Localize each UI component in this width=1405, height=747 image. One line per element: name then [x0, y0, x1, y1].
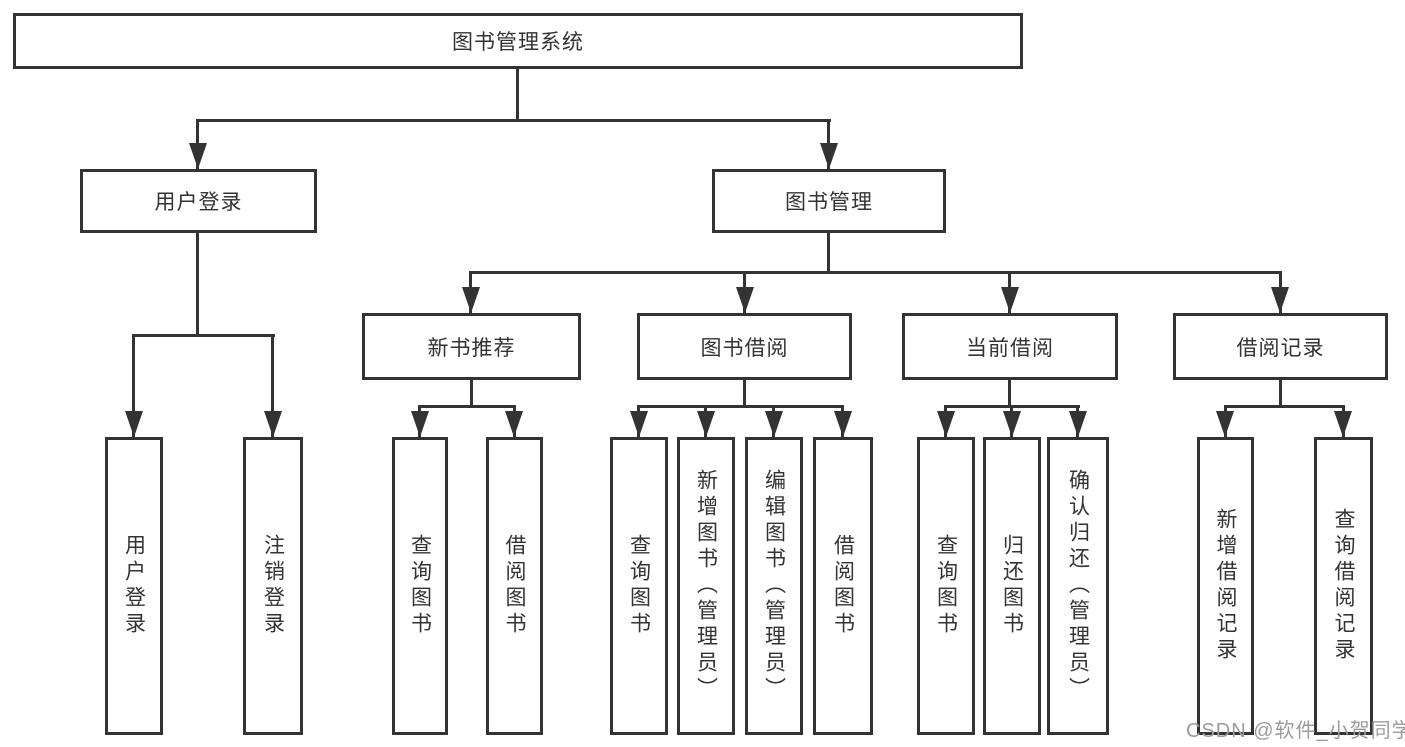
- connector-arrow-icon: [820, 143, 838, 169]
- connector-line: [1224, 405, 1345, 408]
- leaf-borrowing-add-books-admin: 新增图书（管理员）: [677, 437, 735, 735]
- leaf-records-query-record: 查询借阅记录: [1314, 437, 1373, 735]
- connector-line: [196, 233, 199, 336]
- leaf-current-query-books: 查询图书: [917, 437, 975, 735]
- leaf-logout-label: 注销登录: [261, 534, 285, 638]
- leaf-recommend-borrow-books-label: 借阅图书: [503, 534, 526, 638]
- connector-line: [1279, 380, 1282, 407]
- csdn-watermark: CSDN @软件_小贺同学: [1186, 720, 1405, 742]
- leaf-recommend-query-books-label: 查询图书: [408, 534, 432, 638]
- node-library-system: 图书管理系统: [13, 13, 1023, 69]
- node-library-system-label: 图书管理系统: [452, 31, 584, 54]
- leaf-borrowing-add-books-admin-label: 新增图书（管理员）: [694, 469, 718, 703]
- leaf-recommend-borrow-books: 借阅图书: [486, 437, 543, 735]
- leaf-records-query-record-label: 查询借阅记录: [1332, 508, 1355, 664]
- connector-arrow-icon: [1003, 411, 1021, 437]
- connector-arrow-icon: [1069, 411, 1087, 437]
- node-book-management-label: 图书管理: [785, 191, 873, 214]
- leaf-current-return-books: 归还图书: [983, 437, 1041, 735]
- node-current-borrowing: 当前借阅: [902, 313, 1118, 380]
- connector-arrow-icon: [630, 411, 648, 437]
- connector-arrow-icon: [834, 411, 852, 437]
- connector-line: [132, 334, 275, 337]
- connector-arrow-icon: [189, 143, 207, 169]
- connector-arrow-icon: [697, 411, 715, 437]
- connector-line: [1008, 380, 1011, 407]
- leaf-borrowing-borrow-books: 借阅图书: [813, 437, 873, 735]
- node-current-borrowing-label: 当前借阅: [966, 336, 1054, 360]
- connector-arrow-icon: [264, 411, 282, 437]
- node-book-management: 图书管理: [712, 169, 946, 233]
- leaf-records-add-record: 新增借阅记录: [1197, 437, 1254, 735]
- node-borrowing-records-label: 借阅记录: [1236, 336, 1325, 360]
- node-user-login-label: 用户登录: [154, 191, 243, 214]
- connector-line: [197, 119, 831, 122]
- connector-arrow-icon: [1001, 287, 1019, 313]
- connector-arrow-icon: [1216, 411, 1234, 437]
- leaf-current-return-books-label: 归还图书: [1000, 534, 1024, 638]
- leaf-borrowing-edit-books-admin-label: 编辑图书（管理员）: [762, 469, 786, 703]
- leaf-records-add-record-label: 新增借阅记录: [1214, 508, 1237, 664]
- connector-arrow-icon: [462, 287, 480, 313]
- connector-line: [743, 380, 746, 407]
- leaf-current-query-books-label: 查询图书: [934, 534, 958, 638]
- connector-arrow-icon: [736, 287, 754, 313]
- node-new-book-recommend: 新书推荐: [362, 313, 581, 380]
- node-user-login: 用户登录: [80, 169, 317, 233]
- connector-line: [418, 405, 516, 408]
- connector-arrow-icon: [125, 411, 143, 437]
- leaf-logout: 注销登录: [243, 437, 303, 735]
- connector-line: [271, 334, 274, 437]
- leaf-borrowing-edit-books-admin: 编辑图书（管理员）: [745, 437, 803, 735]
- node-book-borrowing: 图书借阅: [637, 313, 852, 380]
- connector-line: [827, 233, 830, 274]
- node-book-borrowing-label: 图书借阅: [700, 336, 789, 360]
- leaf-current-confirm-return-admin-label: 确认归还（管理员）: [1066, 469, 1090, 703]
- node-new-book-recommend-label: 新书推荐: [427, 336, 516, 360]
- leaf-recommend-query-books: 查询图书: [392, 437, 448, 735]
- leaf-borrowing-borrow-books-label: 借阅图书: [831, 534, 855, 638]
- leaf-borrowing-query-books: 查询图书: [610, 437, 668, 735]
- connector-line: [470, 380, 473, 407]
- connector-arrow-icon: [411, 411, 429, 437]
- leaf-borrowing-query-books-label: 查询图书: [627, 534, 651, 638]
- connector-arrow-icon: [937, 411, 955, 437]
- connector-arrow-icon: [1334, 411, 1352, 437]
- connector-arrow-icon: [765, 411, 783, 437]
- connector-line: [132, 334, 135, 437]
- connector-arrow-icon: [505, 411, 523, 437]
- node-borrowing-records: 借阅记录: [1173, 313, 1388, 380]
- leaf-current-confirm-return-admin: 确认归还（管理员）: [1047, 437, 1109, 735]
- leaf-user-login-label: 用户登录: [122, 534, 146, 638]
- connector-arrow-icon: [1271, 287, 1289, 313]
- leaf-user-login: 用户登录: [105, 437, 163, 735]
- connector-line: [469, 271, 1282, 274]
- connector-line: [516, 69, 519, 121]
- connector-line: [637, 405, 844, 408]
